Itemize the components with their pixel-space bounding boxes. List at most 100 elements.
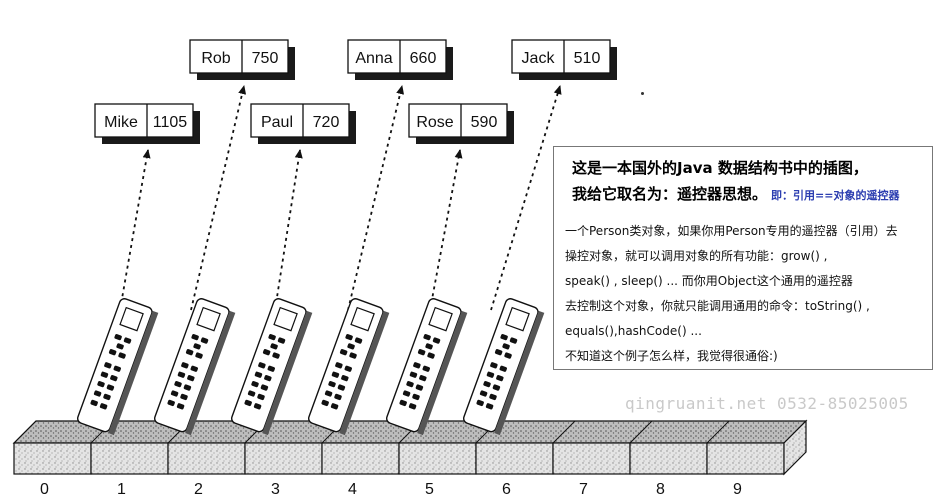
- array-index-label: 7: [579, 481, 588, 498]
- remote-screen: [196, 306, 221, 332]
- array-cell: [629, 442, 708, 475]
- remote-control-3: [307, 298, 390, 436]
- remote-key: [490, 362, 498, 369]
- array-cell-edge: [13, 420, 37, 444]
- person-name: Anna: [355, 50, 392, 67]
- array-index-label: 5: [425, 481, 434, 498]
- remote-key: [264, 375, 272, 382]
- array-cell: [167, 442, 246, 475]
- person-value: 1105: [153, 114, 188, 131]
- remote-key: [272, 352, 280, 359]
- array-cell: [244, 442, 323, 475]
- remote-key: [193, 343, 201, 350]
- array-cell: [321, 442, 400, 475]
- remote-key: [258, 362, 266, 369]
- remote-key: [344, 365, 352, 372]
- remote-key: [321, 399, 329, 407]
- remote-key: [257, 393, 265, 401]
- remote-body: [230, 298, 307, 433]
- remote-key: [97, 380, 105, 388]
- remote-key: [190, 365, 198, 372]
- array-cell: [706, 442, 785, 475]
- remote-key: [187, 375, 195, 382]
- array-cell-edge: [706, 420, 730, 444]
- remote-key: [330, 403, 339, 410]
- remote-key: [399, 399, 407, 407]
- array-index-label: 1: [117, 481, 126, 498]
- remote-key: [427, 352, 435, 359]
- remote-control-0: [76, 298, 159, 436]
- remote-key: [409, 371, 418, 378]
- array-cell: [552, 442, 631, 475]
- remote-key: [504, 352, 512, 359]
- remote-key: [262, 349, 271, 356]
- remote-key: [496, 375, 504, 382]
- remote-key: [270, 343, 278, 350]
- note-line: speak() , sleep() ... 而你用Object这个通用的遥控器: [565, 274, 853, 288]
- array-index-label: 0: [40, 481, 49, 498]
- person-name: Paul: [261, 114, 293, 131]
- remote-key: [408, 403, 417, 410]
- remote-key: [479, 390, 488, 397]
- remote-side: [108, 310, 159, 436]
- note-headline-sub: 即：引用==对象的遥控器: [771, 189, 900, 202]
- remote-control-5: [462, 298, 545, 436]
- remote-key: [500, 334, 508, 341]
- remote-key: [93, 390, 102, 397]
- remote-key: [419, 375, 427, 382]
- reference-arrow: [347, 85, 405, 311]
- note-line: 操控对象，就可以调用对象的所有功能：grow() ,: [565, 249, 828, 263]
- remote-key: [100, 371, 109, 378]
- remote-key: [104, 362, 112, 369]
- remote-key: [118, 352, 126, 359]
- reference-arrow: [274, 149, 303, 311]
- remote-key: [406, 380, 414, 388]
- remote-body: [76, 298, 153, 433]
- remote-key: [345, 334, 353, 341]
- remote-key: [337, 384, 346, 391]
- remote-key: [485, 403, 494, 410]
- remote-key: [260, 384, 269, 391]
- remote-screen: [119, 306, 144, 332]
- array-end-face: [783, 419, 807, 476]
- remote-control-4: [385, 298, 468, 436]
- remote-key: [106, 384, 115, 391]
- remote-key: [335, 362, 343, 369]
- remote-key: [174, 380, 182, 388]
- array-index-label: 6: [502, 481, 511, 498]
- remote-key: [349, 352, 357, 359]
- person-name: Rob: [201, 50, 230, 67]
- remote-key: [425, 343, 433, 350]
- remote-key: [99, 403, 108, 410]
- remote-screen: [273, 306, 298, 332]
- remote-key: [324, 390, 333, 397]
- array-index-label: 8: [656, 481, 665, 498]
- box-frame: [347, 39, 447, 74]
- remote-key: [402, 390, 411, 397]
- array-cell: [90, 442, 169, 475]
- note-headline-1: 这是一本国外的Java 数据结构书中的插图，: [572, 159, 868, 177]
- remote-key: [180, 393, 188, 401]
- remote-control-1: [153, 298, 236, 436]
- array-cell: [13, 442, 92, 475]
- remote-key: [108, 349, 117, 356]
- array-index-label: 2: [194, 481, 203, 498]
- remote-key: [499, 365, 507, 372]
- explanation-note: 这是一本国外的Java 数据结构书中的插图， 我给它取名为：遥控器思想。即：引用…: [553, 146, 933, 370]
- reference-arrow: [190, 85, 247, 311]
- remote-key: [268, 334, 276, 341]
- remote-key: [489, 393, 497, 401]
- remote-side: [494, 310, 545, 436]
- stray-dot: [641, 92, 644, 95]
- remote-key: [167, 399, 175, 407]
- note-headline-2: 我给它取名为：遥控器思想。即：引用==对象的遥控器: [572, 183, 899, 204]
- note-headline-2-text: 我给它取名为：遥控器思想。: [572, 185, 768, 203]
- remote-key: [176, 403, 185, 410]
- remote-screen: [350, 306, 375, 332]
- remote-key: [412, 393, 420, 401]
